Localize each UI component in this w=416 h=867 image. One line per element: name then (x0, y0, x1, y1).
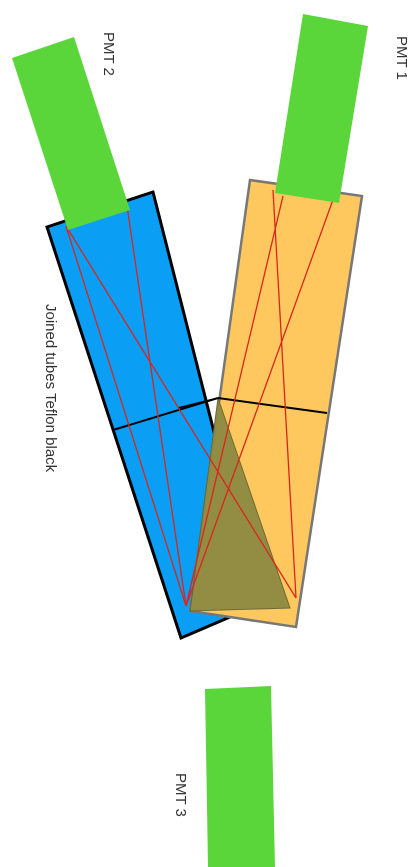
ray (185, 195, 284, 607)
ray (272, 189, 297, 599)
blue-tube-divider-inner (177, 397, 219, 409)
ray (185, 196, 335, 607)
ray (65, 225, 187, 607)
light-rays (65, 189, 335, 607)
orange-tube-divider (217, 397, 328, 414)
ray (126, 205, 187, 607)
blue-tube-divider (112, 397, 219, 431)
pmt3-label: PMT 3 (172, 773, 189, 817)
pmt2-label: PMT 2 (100, 32, 117, 76)
ray (65, 225, 297, 599)
pmt3-detector (205, 686, 275, 867)
pmt1-label: PMT 1 (393, 36, 410, 80)
diagram-caption: Joined tubes Teflon black (42, 304, 59, 473)
pmt2-detector (12, 37, 130, 230)
overlap-region (189, 397, 291, 612)
pmt1-detector (275, 14, 368, 203)
